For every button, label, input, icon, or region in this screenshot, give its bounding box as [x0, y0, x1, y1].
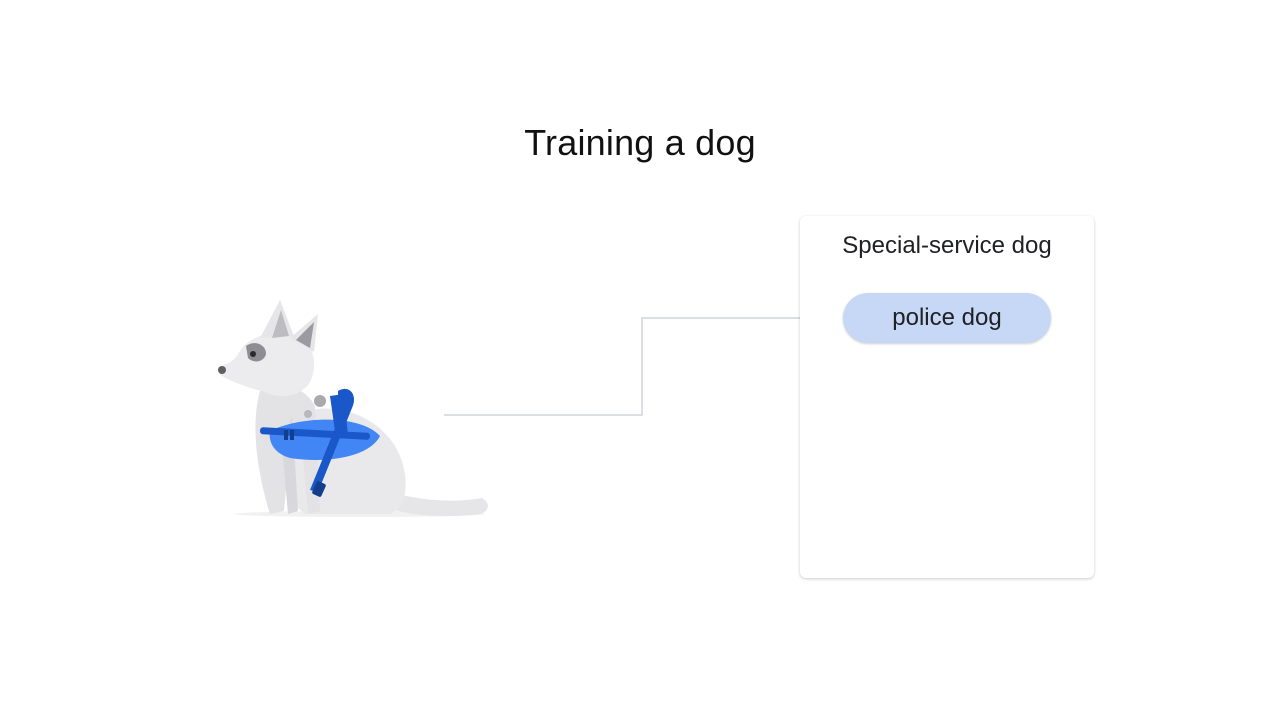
slide-title: Training a dog — [524, 122, 756, 163]
category-item-label: police dog — [892, 304, 1002, 331]
card-title: Special-service dog — [842, 232, 1052, 259]
service-dog-with-harness-icon — [218, 300, 488, 517]
category-item-pill[interactable]: police dog — [843, 293, 1051, 343]
category-card: Special-service dog police dog — [800, 216, 1094, 578]
